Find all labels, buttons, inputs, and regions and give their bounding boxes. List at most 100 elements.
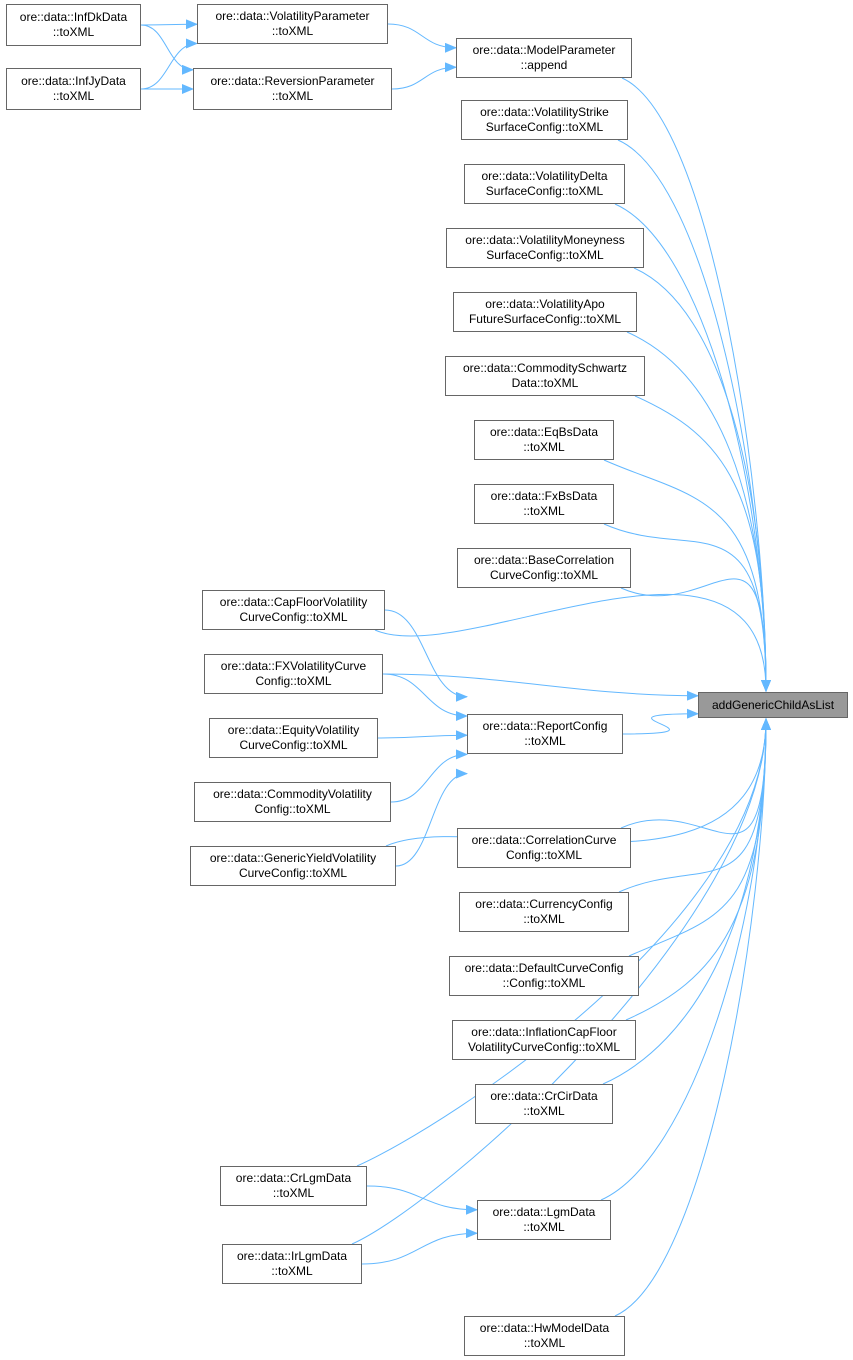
edge-fxbs-to-target — [603, 523, 771, 692]
caller-node-hw[interactable]: ore::data::HwModelData::toXML — [464, 1316, 625, 1356]
caller-node-modelparam[interactable]: ore::data::ModelParameter::append — [456, 38, 632, 78]
node-label-line: ore::data::CrLgmData — [235, 1171, 352, 1185]
node-label-line: CurveConfig::toXML — [239, 610, 348, 624]
node-label-line: CurveConfig::toXML — [489, 568, 599, 582]
node-label-line: ::toXML — [523, 1220, 565, 1234]
node-label-line: ore::data::EqBsData — [489, 425, 599, 439]
caller-node-fxbs[interactable]: ore::data::FxBsData::toXML — [474, 484, 614, 524]
node-label-line: CurveConfig::toXML — [238, 866, 348, 880]
edge-fxvol-to-report — [382, 673, 468, 721]
node-label-line: Config::toXML — [254, 802, 331, 816]
edge-inflcap-to-target — [625, 718, 771, 1021]
edge-infdk-to-revparam — [140, 24, 194, 75]
edge-infjy-to-volparam — [140, 38, 198, 90]
node-label-line: ore::data::CommodityVolatility — [213, 787, 372, 801]
node-label-line: ore::data::IrLgmData — [236, 1249, 348, 1263]
node-label-line: ::toXML — [523, 440, 565, 454]
node-label-line: VolatilityCurveConfig::toXML — [467, 1040, 621, 1054]
edge-capfloor-to-target — [374, 593, 771, 692]
caller-node-currency[interactable]: ore::data::CurrencyConfig::toXML — [459, 892, 629, 932]
edge-volparam-to-modelparam — [387, 23, 457, 53]
node-label-line: ::toXML — [523, 912, 565, 926]
edge-capfloor-to-report — [384, 609, 468, 702]
node-label-line: ore::data::InfJyData — [21, 74, 126, 88]
node-label-line: ore::data::VolatilityMoneyness — [465, 233, 625, 247]
edge-defcurve-to-target — [628, 718, 771, 957]
edge-lgm-to-target — [600, 718, 771, 1201]
node-label-line: ore::data::DefaultCurveConfig — [464, 961, 624, 975]
node-label-line: ore::data::FxBsData — [490, 489, 598, 503]
node-label-line: ore::data::VolatilityParameter — [215, 9, 370, 23]
node-label-line: Data::toXML — [511, 376, 579, 390]
edge-hw-to-target — [614, 718, 771, 1317]
caller-node-crcir[interactable]: ore::data::CrCirData::toXML — [475, 1084, 613, 1124]
caller-node-irlgm[interactable]: ore::data::IrLgmData::toXML — [222, 1244, 362, 1284]
caller-node-lgm[interactable]: ore::data::LgmData::toXML — [477, 1200, 611, 1240]
node-label-line: ::toXML — [524, 734, 566, 748]
node-label-line: ::toXML — [271, 24, 314, 38]
node-label-line: Config::toXML — [255, 674, 332, 688]
node-label-line: ::toXML — [271, 89, 314, 103]
caller-node-defcurve[interactable]: ore::data::DefaultCurveConfig::Config::t… — [449, 956, 639, 996]
edge-voldelta-to-target — [614, 203, 771, 692]
edge-comvol-to-report — [390, 749, 468, 803]
node-label-line: ore::data::GenericYieldVolatility — [209, 851, 377, 865]
caller-node-crlgm[interactable]: ore::data::CrLgmData::toXML — [220, 1166, 367, 1206]
node-label-line: ::append — [520, 58, 568, 72]
edge-eqvol-to-report — [377, 730, 468, 741]
node-label-line: ore::data::InflationCapFloor — [471, 1025, 617, 1039]
node-label-line: ore::data::CurrencyConfig — [475, 897, 613, 911]
node-label-line: CurveConfig::toXML — [239, 738, 348, 752]
caller-node-revparam[interactable]: ore::data::ReversionParameter::toXML — [193, 68, 392, 110]
node-label-line: FutureSurfaceConfig::toXML — [468, 312, 622, 326]
node-label-line: addGenericChildAsList — [711, 697, 835, 712]
caller-node-infjy[interactable]: ore::data::InfJyData::toXML — [6, 68, 141, 110]
edge-currency-to-target — [618, 718, 771, 893]
node-label-line: ore::data::ReversionParameter — [210, 74, 375, 88]
node-label-line: ore::data::BaseCorrelation — [473, 553, 615, 567]
node-label-line: ::toXML — [523, 1336, 566, 1350]
caller-node-infdk[interactable]: ore::data::InfDkData::toXML — [6, 4, 141, 46]
node-label-line: ore::data::VolatilityDelta — [481, 169, 608, 183]
caller-node-report[interactable]: ore::data::ReportConfig::toXML — [467, 714, 623, 754]
edge-report-to-target — [622, 708, 699, 735]
node-label-line: ::toXML — [272, 1186, 315, 1200]
node-label-line: ore::data::LgmData — [492, 1205, 596, 1219]
caller-node-volparam[interactable]: ore::data::VolatilityParameter::toXML — [197, 4, 388, 44]
node-label-line: SurfaceConfig::toXML — [485, 120, 604, 134]
node-label-line: ::toXML — [523, 1104, 565, 1118]
edge-infdk-to-volparam — [140, 19, 198, 30]
node-label-line: ore::data::CorrelationCurve — [471, 833, 617, 847]
edge-comschwartz-to-target — [634, 395, 771, 692]
node-label-line: ore::data::CrCirData — [490, 1089, 598, 1103]
node-label-line: ::toXML — [523, 504, 565, 518]
node-label-line: ore::data::ModelParameter — [472, 43, 616, 57]
node-label-line: ::toXML — [52, 25, 95, 39]
node-label-line: ore::data::ReportConfig — [482, 719, 608, 733]
target-node-addGenericChildAsList[interactable]: addGenericChildAsList — [698, 692, 848, 718]
node-label-line: SurfaceConfig::toXML — [486, 248, 604, 262]
node-label-line: ::toXML — [271, 1264, 313, 1278]
node-label-line: ore::data::EquityVolatility — [227, 723, 360, 737]
caller-node-eqbs[interactable]: ore::data::EqBsData::toXML — [474, 420, 614, 460]
edge-corrcurve-to-target — [620, 718, 771, 835]
node-label-line: ore::data::CommoditySchwartz — [462, 361, 628, 375]
node-label-line: ore::data::CapFloorVolatility — [219, 595, 368, 609]
edge-basecorr-to-target — [620, 578, 771, 692]
edge-irlgm-to-lgm — [361, 1228, 478, 1265]
node-label-line: ore::data::VolatilityApo — [485, 297, 605, 311]
